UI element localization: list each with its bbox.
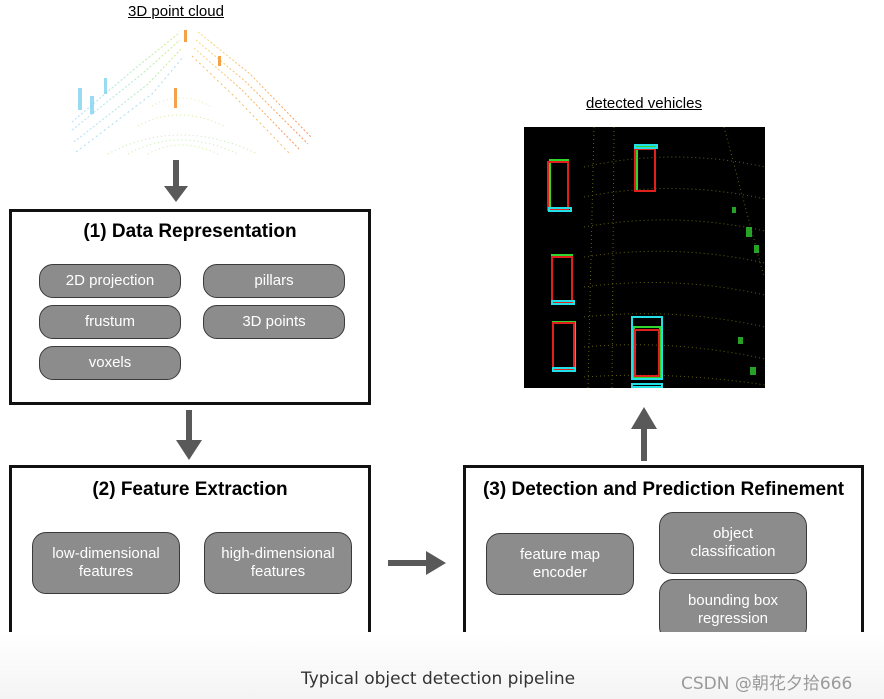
footer-band: [0, 632, 884, 699]
pill-low-dimensional-features: low-dimensional features: [32, 532, 180, 594]
panel-title: (3) Detection and Prediction Refinement: [482, 479, 845, 500]
pill-3d-points: 3D points: [203, 305, 345, 339]
panel-title: (1) Data Representation: [83, 221, 297, 242]
detected-vehicles-label: detected vehicles: [586, 95, 702, 112]
arrow-down-icon: [176, 410, 202, 460]
figure-caption: Typical object detection pipeline: [301, 669, 576, 689]
pill-frustum: frustum: [39, 305, 181, 339]
pill-object-classification: object classification: [659, 512, 807, 574]
arrow-down-icon: [164, 160, 188, 202]
panel-title: (2) Feature Extraction: [92, 479, 288, 500]
pill-voxels: voxels: [39, 346, 181, 380]
detection-refinement-panel: (3) Detection and Prediction Refinement …: [463, 465, 864, 661]
pill-high-dimensional-features: high-dimensional features: [204, 532, 352, 594]
pill-pillars: pillars: [203, 264, 345, 298]
pill-2d-projection: 2D projection: [39, 264, 181, 298]
feature-extraction-panel: (2) Feature Extraction low-dimensional f…: [9, 465, 371, 661]
watermark: CSDN @朝花夕拾666: [681, 674, 853, 694]
arrow-up-icon: [631, 407, 657, 461]
arrow-right-icon: [388, 551, 446, 575]
point-cloud-label: 3D point cloud: [128, 3, 224, 20]
pill-feature-map-encoder: feature map encoder: [486, 533, 634, 595]
detected-vehicles-image: [524, 127, 765, 388]
data-representation-panel: (1) Data Representation 2D projection pi…: [9, 209, 371, 405]
point-cloud-image: [71, 30, 313, 155]
